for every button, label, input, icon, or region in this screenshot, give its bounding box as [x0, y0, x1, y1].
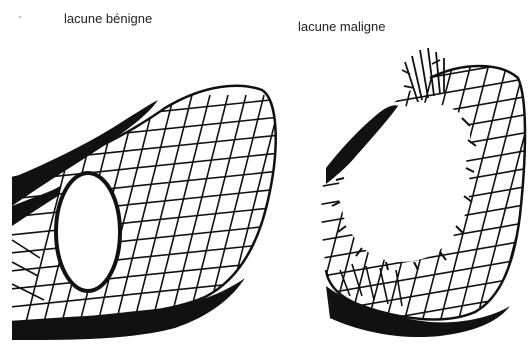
malignant-bone-drawing — [300, 48, 530, 337]
malignant-lacuna — [338, 103, 470, 262]
benign-bone-drawing — [0, 80, 300, 344]
malignant-lower-cortex — [326, 286, 510, 337]
benign-lacuna — [56, 173, 120, 291]
